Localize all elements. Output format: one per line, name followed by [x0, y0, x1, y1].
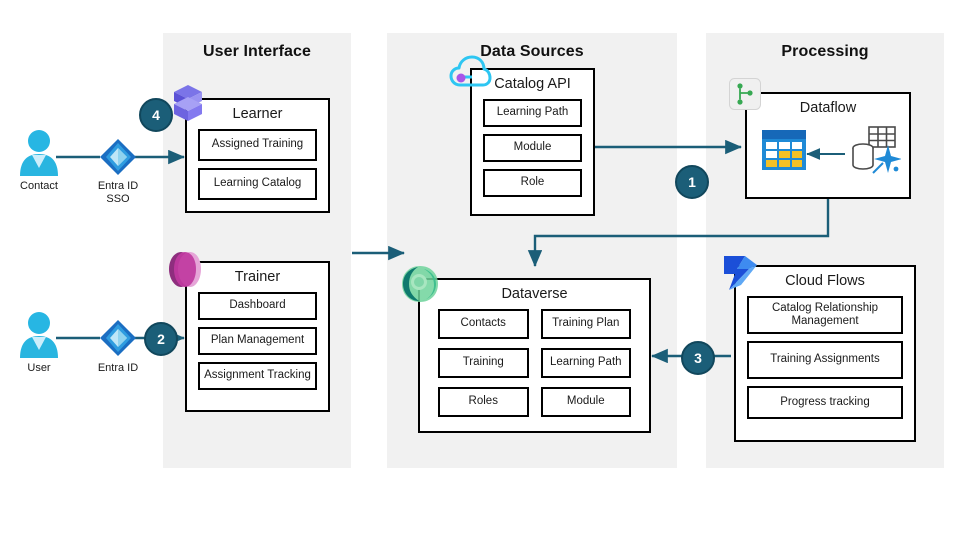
- box-title-trainer: Trainer: [234, 269, 281, 285]
- trainer-items: Dashboard Plan Management Assignment Tra…: [187, 291, 328, 400]
- entra-id-icon: [97, 136, 139, 178]
- learner-items: Assigned Training Learning Catalog: [187, 128, 328, 210]
- list-item[interactable]: Training: [438, 347, 529, 378]
- step-badge-2: 2: [144, 322, 178, 356]
- step-badge-3: 3: [681, 341, 715, 375]
- dataverse-icon: [400, 264, 440, 304]
- person-icon: [18, 128, 60, 176]
- table-grid-icon: [761, 129, 807, 171]
- box-title-dataflow: Dataflow: [799, 100, 857, 116]
- list-item[interactable]: Module: [540, 386, 631, 417]
- list-item[interactable]: Training Assignments: [747, 340, 903, 379]
- box-trainer[interactable]: Trainer Dashboard Plan Management Assign…: [185, 261, 330, 412]
- box-learner[interactable]: Learner Assigned Training Learning Catal…: [185, 98, 330, 213]
- cloud-flows-items: Catalog Relationship Management Training…: [736, 295, 914, 429]
- dataverse-items: Contacts Training Plan Training Learning…: [420, 308, 649, 429]
- zone-title-processing: Processing: [781, 43, 869, 60]
- database-sparkle-icon: [847, 123, 902, 177]
- entra-id-icon: [97, 317, 139, 359]
- box-dataverse[interactable]: Dataverse Contacts Training Plan Trainin…: [418, 278, 651, 433]
- list-item[interactable]: Catalog Relationship Management: [747, 295, 903, 334]
- zone-title-user-interface: User Interface: [202, 43, 312, 60]
- catalog-api-items: Learning Path Module Role: [472, 98, 593, 207]
- actor-label-user: User: [27, 362, 51, 374]
- list-item[interactable]: Assigned Training: [198, 128, 317, 161]
- list-item[interactable]: Plan Management: [198, 326, 317, 355]
- identity-label-entra: Entra ID: [97, 362, 139, 374]
- person-icon: [18, 310, 60, 358]
- list-item[interactable]: Roles: [438, 386, 529, 417]
- power-automate-icon: [721, 253, 761, 293]
- power-pages-icon: [168, 82, 208, 124]
- identity-label-entra-sso: Entra ID SSO: [97, 180, 139, 205]
- cloud-connector-icon: [448, 53, 492, 93]
- box-catalog-api[interactable]: Catalog API Learning Path Module Role: [470, 68, 595, 216]
- list-item[interactable]: Dashboard: [198, 291, 317, 320]
- actor-label-contact: Contact: [20, 180, 58, 192]
- list-item[interactable]: Assignment Tracking: [198, 361, 317, 390]
- box-title-cloud-flows: Cloud Flows: [785, 273, 865, 289]
- list-item[interactable]: Learning Path: [540, 347, 631, 378]
- step-badge-4: 4: [139, 98, 173, 132]
- box-cloud-flows[interactable]: Cloud Flows Catalog Relationship Managem…: [734, 265, 916, 442]
- box-title-learner: Learner: [232, 106, 283, 122]
- power-apps-icon: [165, 249, 207, 291]
- step-badge-1: 1: [675, 165, 709, 199]
- zone-title-data-sources: Data Sources: [480, 43, 584, 60]
- box-dataflow[interactable]: Dataflow: [745, 92, 911, 199]
- list-item[interactable]: Progress tracking: [747, 385, 903, 419]
- list-item[interactable]: Module: [483, 133, 582, 162]
- list-item[interactable]: Learning Catalog: [198, 167, 317, 200]
- list-item[interactable]: Learning Path: [483, 98, 582, 127]
- list-item[interactable]: Role: [483, 168, 582, 197]
- dataflow-icon: [729, 78, 761, 110]
- list-item[interactable]: Contacts: [438, 308, 529, 339]
- list-item[interactable]: Training Plan: [540, 308, 631, 339]
- box-title-catalog-api: Catalog API: [494, 76, 571, 92]
- box-title-dataverse: Dataverse: [501, 286, 568, 302]
